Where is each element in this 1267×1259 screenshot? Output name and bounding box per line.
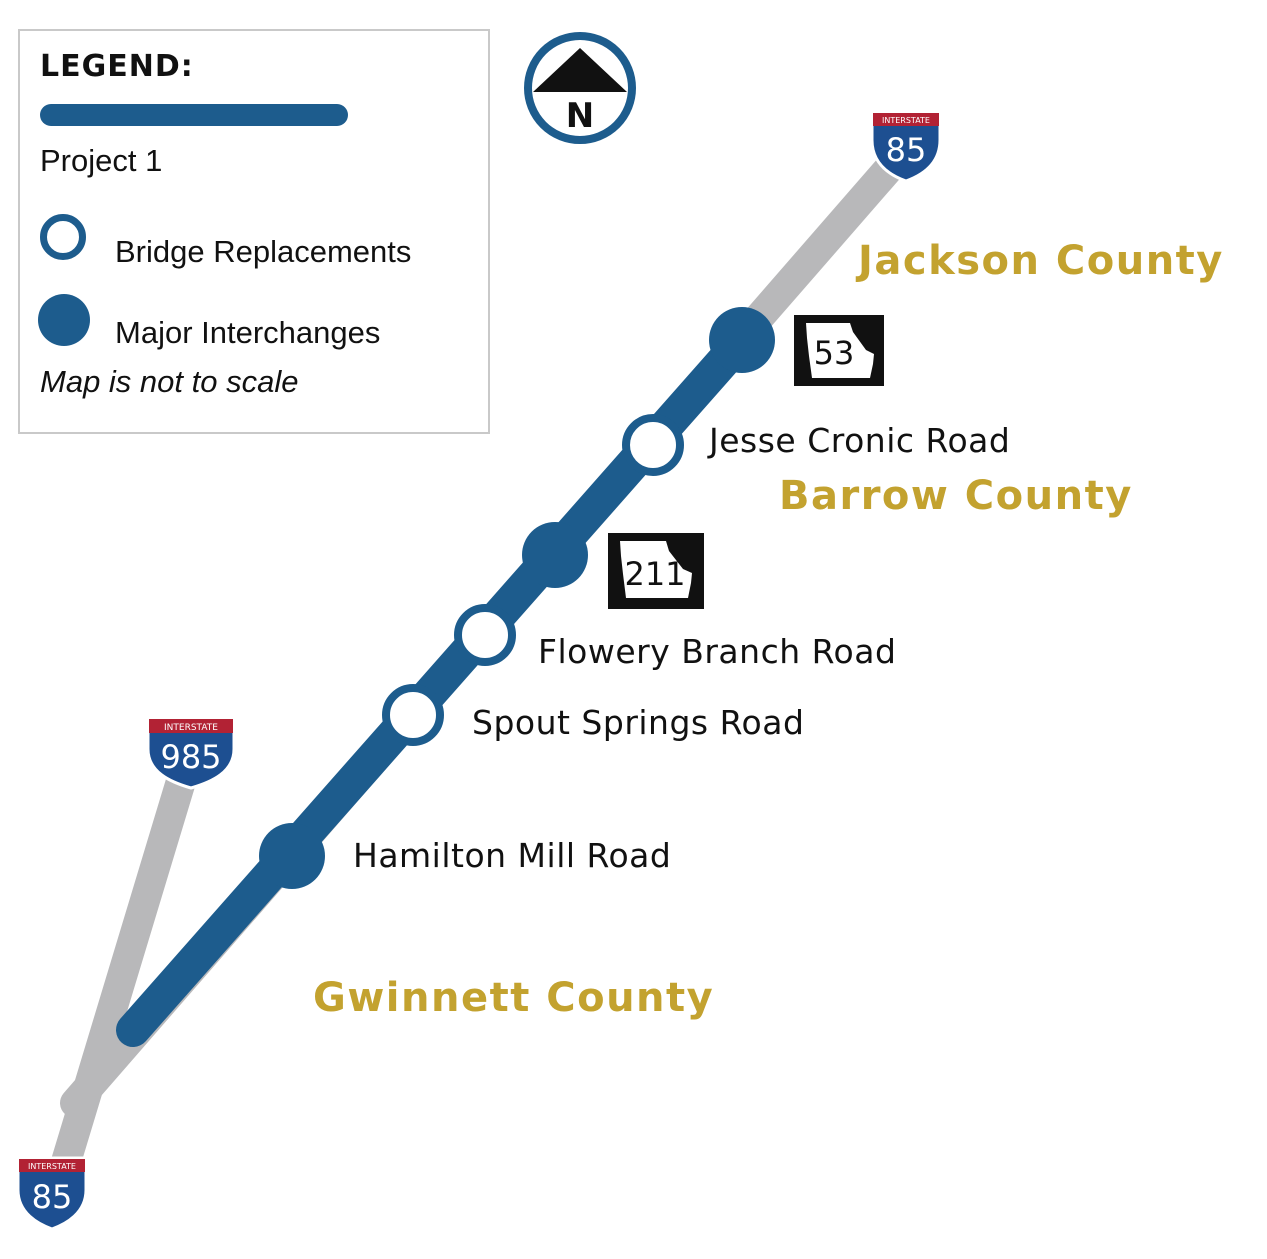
sr53-shield-icon: 53 xyxy=(794,315,884,386)
bridge-spout-springs[interactable] xyxy=(382,684,444,746)
legend-interchange-swatch xyxy=(38,294,90,346)
i85-north-shield-header: INTERSTATE xyxy=(882,116,930,125)
interchange-sr53[interactable] xyxy=(709,307,775,373)
legend: LEGEND: Project 1 Bridge Replacements Ma… xyxy=(18,29,490,434)
i85-south-shield-icon: INTERSTATE 85 xyxy=(16,1156,88,1231)
road-label-jesse-cronic: Jesse Cronic Road xyxy=(709,421,1011,460)
i85-north-shield-icon: INTERSTATE 85 xyxy=(870,110,942,183)
road-label-spout-springs: Spout Springs Road xyxy=(472,703,805,742)
legend-bridge-label: Bridge Replacements xyxy=(115,234,412,269)
i85-south-shield-header: INTERSTATE xyxy=(28,1162,76,1171)
i985-highway xyxy=(47,753,200,1190)
county-label-gwinnett: Gwinnett County xyxy=(313,975,715,1021)
legend-project-label: Project 1 xyxy=(40,143,163,178)
bridge-jesse-cronic[interactable] xyxy=(622,414,684,476)
county-label-barrow: Barrow County xyxy=(779,473,1133,519)
sr211-shield-number: 211 xyxy=(624,555,685,593)
interchange-sr211[interactable] xyxy=(522,522,588,588)
legend-bridge-swatch xyxy=(40,214,86,260)
legend-title: LEGEND: xyxy=(40,49,194,84)
road-label-hamilton-mill: Hamilton Mill Road xyxy=(353,836,672,875)
legend-project-line-swatch xyxy=(40,104,348,126)
i985-shield-header: INTERSTATE xyxy=(164,723,218,733)
interchange-hamilton-mill[interactable] xyxy=(259,823,325,889)
county-label-jackson: Jackson County xyxy=(858,238,1224,284)
sr53-shield-number: 53 xyxy=(814,334,855,372)
north-arrow-icon: N xyxy=(524,32,636,144)
compass-label: N xyxy=(566,96,594,136)
bridge-flowery-branch[interactable] xyxy=(454,604,516,666)
i85-south-shield-number: 85 xyxy=(32,1178,73,1216)
road-label-flowery-branch: Flowery Branch Road xyxy=(538,632,897,671)
sr211-shield-icon: 211 xyxy=(608,533,704,609)
i85-north-shield-number: 85 xyxy=(886,131,927,169)
legend-note: Map is not to scale xyxy=(40,364,299,399)
i985-shield-icon: INTERSTATE 985 xyxy=(146,716,236,790)
i985-shield-number: 985 xyxy=(160,738,221,776)
legend-interchange-label: Major Interchanges xyxy=(115,315,381,350)
